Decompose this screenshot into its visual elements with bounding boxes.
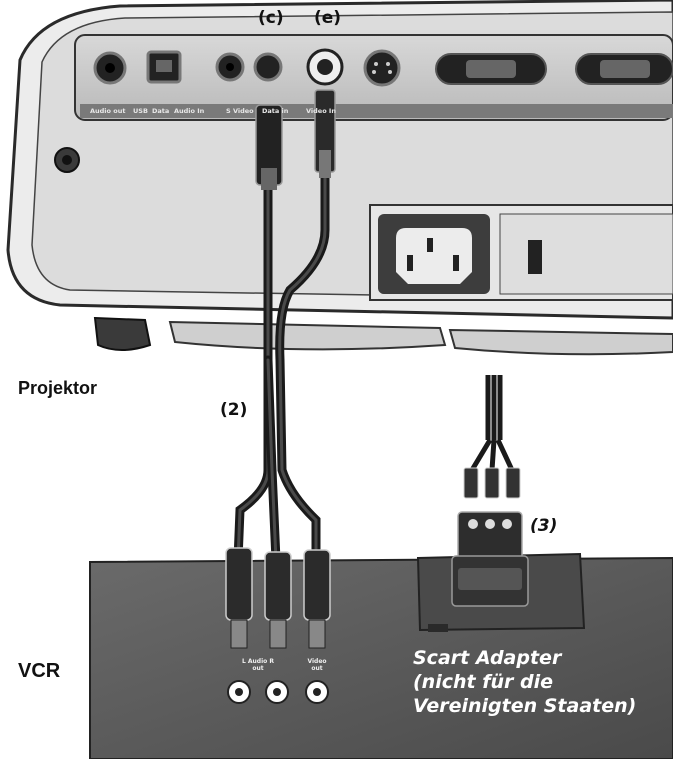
vcr-video-label-text: Video — [307, 658, 327, 665]
port-label-video-in: Video In — [306, 107, 336, 115]
vcr-video-label: Video out — [300, 658, 334, 672]
scart-adapter-note: Scart Adapter (nicht für die Vereinigten… — [413, 646, 636, 718]
vcr-audio-label-sub: out — [252, 665, 264, 672]
projector-foot — [93, 316, 152, 351]
s-video-port — [363, 49, 401, 87]
vcr-audio-label: L Audio R out — [228, 658, 288, 672]
port-label-data-in: Data in — [262, 107, 289, 115]
power-switch — [528, 240, 542, 274]
adapter-note-line3: Vereinigten Staaten) — [413, 695, 637, 717]
port-label-audio-in: Audio In — [174, 107, 205, 115]
callout-2: (2) — [220, 400, 248, 420]
callout-c: (c) — [258, 8, 284, 28]
vcr-label: VCR — [18, 660, 61, 682]
projector-label: Projektor — [18, 378, 98, 398]
projector — [6, 0, 673, 356]
rca-plugs — [225, 547, 331, 649]
vcr-audio-label-text: L Audio R — [241, 658, 274, 665]
port-label-data: Data — [152, 107, 170, 115]
port-label-usb: USB — [133, 107, 148, 115]
vcr-video-label-sub: out — [311, 665, 323, 672]
callout-e: (e) — [314, 8, 342, 28]
adapter-note-line1: Scart Adapter — [413, 647, 562, 669]
port-label-s-video: S Video — [226, 107, 254, 115]
scart-adapter — [451, 375, 529, 607]
adapter-note-line2: (nicht für die — [413, 671, 553, 693]
callout-3: (3) — [530, 516, 558, 536]
av-cable — [233, 165, 330, 565]
audio-in-jack — [253, 52, 283, 82]
port-label-audio-out: Audio out — [90, 107, 126, 115]
